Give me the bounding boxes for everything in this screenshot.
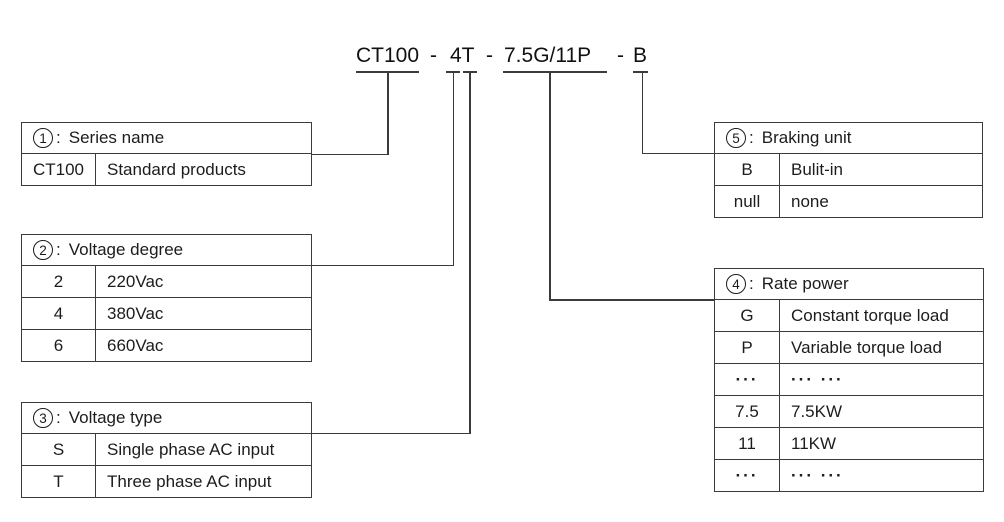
row-key: T: [22, 466, 96, 497]
table-header: 4 : Rate power: [715, 269, 983, 299]
circled-number: 4: [726, 274, 746, 294]
underline-braking-unit: [633, 71, 648, 73]
colon: :: [56, 240, 61, 259]
table-row: CT100 Standard products: [22, 153, 311, 185]
table-row: 2 220Vac: [22, 265, 311, 297]
row-key: P: [715, 332, 780, 363]
table-row: G Constant torque load: [715, 299, 983, 331]
row-key: G: [715, 300, 780, 331]
row-desc: 11KW: [791, 433, 837, 453]
table-title: Voltage degree: [68, 240, 184, 259]
row-key: ···: [715, 364, 780, 395]
colon: :: [749, 274, 754, 293]
circled-number: 2: [33, 240, 53, 260]
row-key: S: [22, 434, 96, 465]
row-desc: ··· ···: [791, 465, 844, 485]
row-key: 6: [22, 330, 96, 361]
table-series-name: 1 : Series name CT100 Standard products: [21, 122, 312, 186]
model-code-power: 7.5G/11P: [504, 44, 592, 67]
row-desc: ··· ···: [791, 369, 844, 389]
row-key: 4: [22, 298, 96, 329]
row-desc: Constant torque load: [791, 305, 949, 325]
table-row: 7.5 7.5KW: [715, 395, 983, 427]
table-braking-unit: 5 : Braking unit B Bulit-in null none: [714, 122, 983, 218]
table-row: ··· ··· ···: [715, 459, 983, 491]
connector-braking-unit-vertical: [641, 71, 643, 154]
row-desc: Variable torque load: [791, 337, 942, 357]
table-rate-power: 4 : Rate power G Constant torque load P …: [714, 268, 984, 492]
table-row: 4 380Vac: [22, 297, 311, 329]
table-title: Voltage type: [68, 408, 163, 427]
colon: :: [749, 128, 754, 147]
colon: :: [56, 128, 61, 147]
row-key: B: [715, 154, 780, 185]
circled-number: 3: [33, 408, 53, 428]
row-desc: Bulit-in: [791, 159, 843, 179]
row-key: 7.5: [715, 396, 780, 427]
model-code-braking: B: [633, 44, 648, 67]
table-row: S Single phase AC input: [22, 433, 311, 465]
table-title: Braking unit: [761, 128, 852, 147]
row-desc: 380Vac: [107, 303, 164, 323]
table-title: Series name: [68, 128, 165, 147]
table-header: 2 : Voltage degree: [22, 235, 311, 265]
table-row: B Bulit-in: [715, 153, 982, 185]
connector-rate-power-horizontal: [549, 299, 715, 301]
table-header: 5 : Braking unit: [715, 123, 982, 153]
row-key: ···: [715, 460, 780, 491]
row-key: null: [715, 186, 780, 217]
row-desc: 220Vac: [107, 271, 164, 291]
connector-series-vertical: [387, 71, 389, 155]
row-key: 11: [715, 428, 780, 459]
table-row: null none: [715, 185, 982, 217]
connector-series-horizontal: [309, 153, 389, 155]
table-header: 1 : Series name: [22, 123, 311, 153]
connector-voltage-degree-vertical: [452, 71, 454, 266]
connector-rate-power-vertical: [549, 71, 551, 301]
model-code-separator: -: [617, 44, 624, 67]
table-row: P Variable torque load: [715, 331, 983, 363]
model-code-series: CT100: [356, 44, 420, 67]
colon: :: [56, 408, 61, 427]
model-code-voltage: 4T: [450, 44, 475, 67]
connector-voltage-type-horizontal: [309, 432, 471, 434]
model-code-separator: -: [486, 44, 493, 67]
table-voltage-type: 3 : Voltage type S Single phase AC input…: [21, 402, 312, 498]
table-row: T Three phase AC input: [22, 465, 311, 497]
row-desc: Three phase AC input: [107, 471, 272, 491]
underline-rate-power: [503, 71, 607, 73]
circled-number: 1: [33, 128, 53, 148]
table-row: 6 660Vac: [22, 329, 311, 361]
connector-voltage-type-vertical: [469, 71, 471, 434]
row-desc: 7.5KW: [791, 401, 843, 421]
row-key: CT100: [22, 154, 96, 185]
table-voltage-degree: 2 : Voltage degree 2 220Vac 4 380Vac 6 6…: [21, 234, 312, 362]
connector-voltage-degree-horizontal: [309, 264, 454, 266]
table-row: 11 11KW: [715, 427, 983, 459]
circled-number: 5: [726, 128, 746, 148]
row-desc: Single phase AC input: [107, 439, 275, 459]
row-desc: 660Vac: [107, 335, 164, 355]
row-desc: Standard products: [107, 159, 246, 179]
connector-braking-unit-horizontal: [641, 152, 716, 154]
model-code-separator: -: [430, 44, 437, 67]
row-key: 2: [22, 266, 96, 297]
table-title: Rate power: [761, 274, 849, 293]
row-desc: none: [791, 191, 829, 211]
table-header: 3 : Voltage type: [22, 403, 311, 433]
table-row: ··· ··· ···: [715, 363, 983, 395]
